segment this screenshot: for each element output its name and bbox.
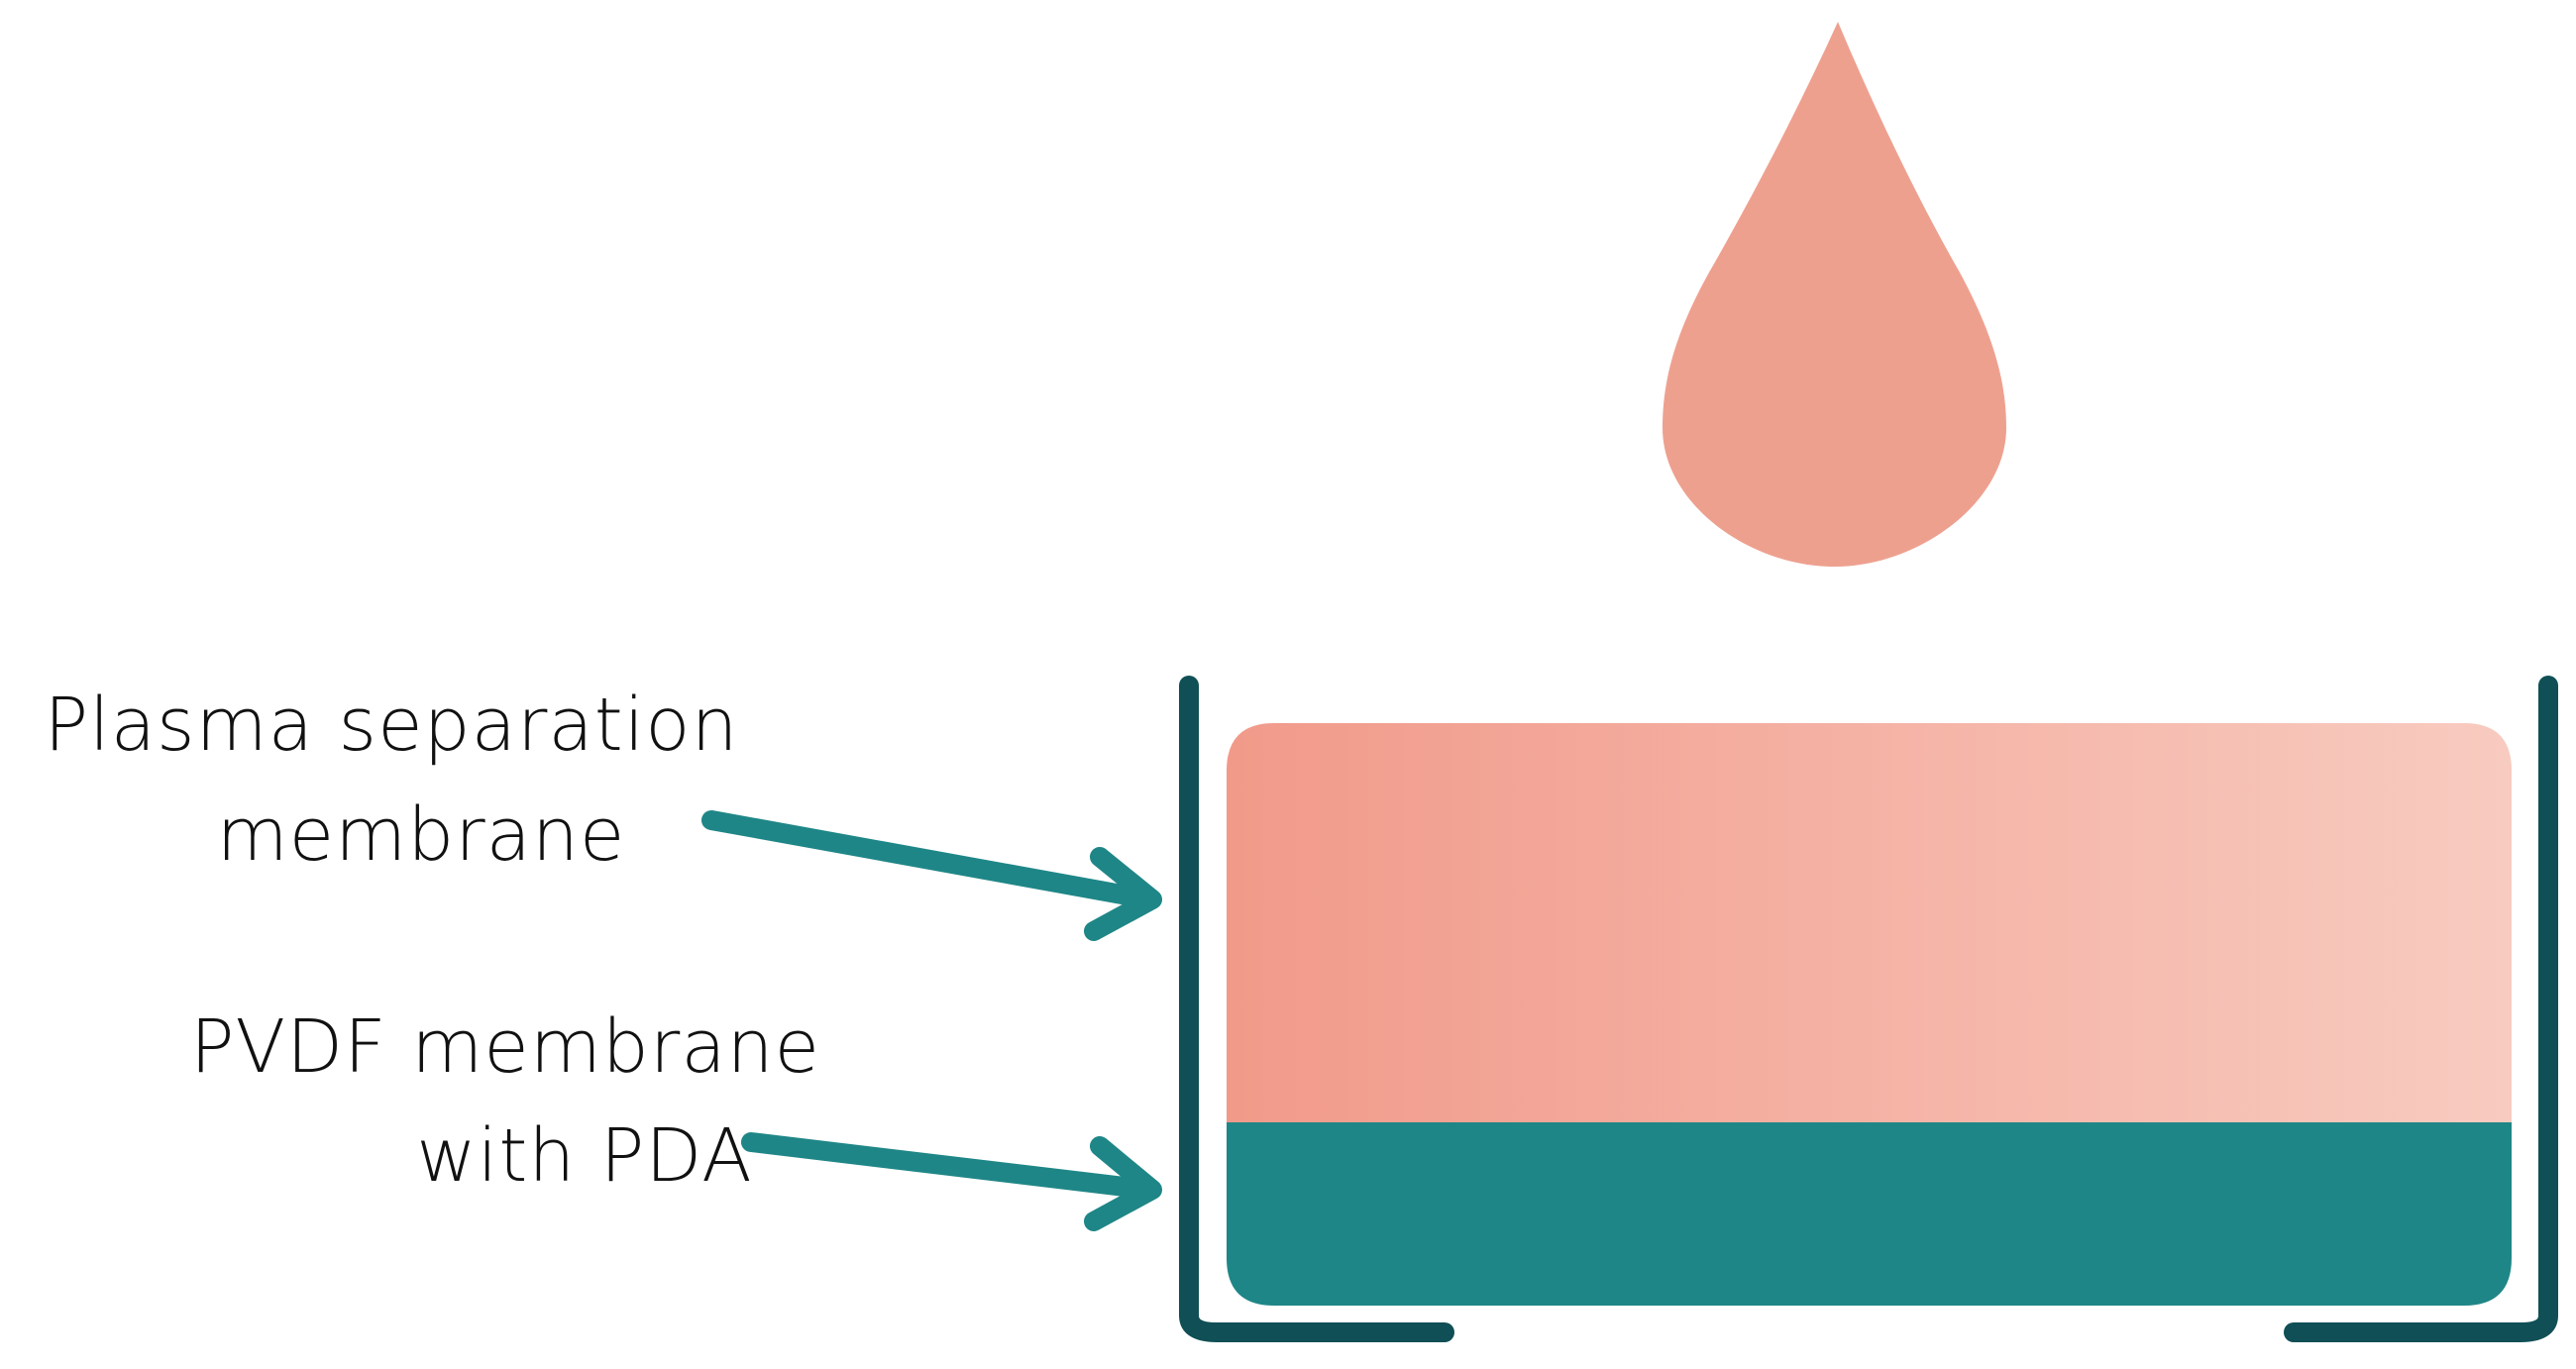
arrow-to-plasma-membrane — [701, 810, 1162, 941]
holder-right-bracket — [2284, 676, 2558, 1342]
arrow-to-pvdf-membrane — [741, 1132, 1162, 1231]
pvdf-label-text-2: with PDA — [416, 1113, 753, 1199]
plasma-label-text-1: Plasma separation — [44, 683, 739, 768]
plasma-membrane-label-line1: Plasma separation — [0, 688, 783, 762]
plasma-separation-membrane-layer — [1227, 723, 2512, 1122]
blood-drop-icon — [1663, 22, 2006, 567]
pvdf-label-text-1: PVDF membrane — [189, 1004, 821, 1090]
pvdf-membrane-label-line2: with PDA — [139, 1119, 1030, 1193]
holder-left-bracket — [1179, 676, 1454, 1342]
pvdf-membrane-layer — [1227, 1122, 2512, 1306]
pvdf-membrane-label-line1: PVDF membrane — [59, 1010, 951, 1084]
plasma-membrane-label-line2: membrane — [0, 798, 842, 872]
plasma-label-text-2: membrane — [216, 792, 626, 878]
